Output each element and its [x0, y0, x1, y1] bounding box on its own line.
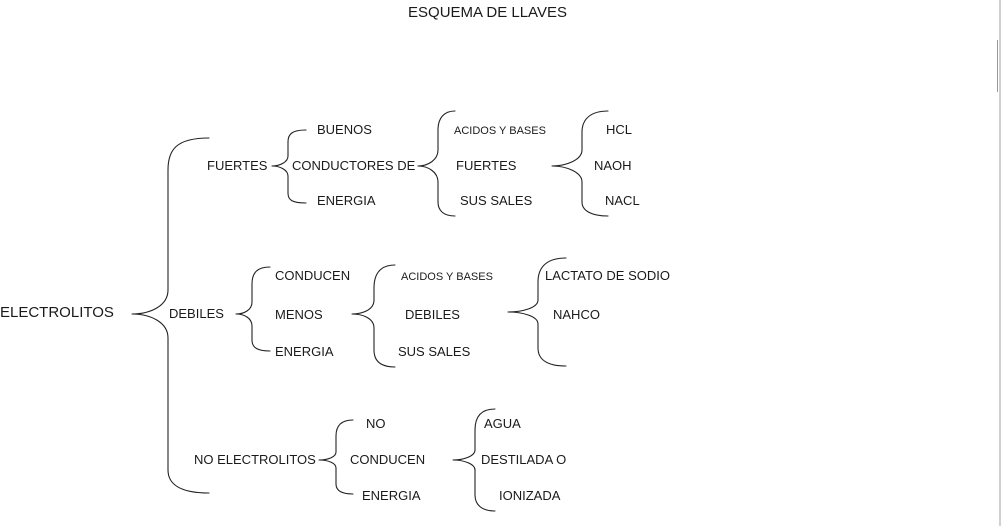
brace-debiles-examples — [507, 257, 567, 367]
debiles-type: DEBILES — [405, 307, 460, 322]
fuertes-type: ACIDOS Y BASES — [454, 125, 546, 137]
branch-fuertes: FUERTES — [207, 158, 268, 173]
root-node: ELECTROLITOS — [0, 304, 114, 321]
no-electrolitos-example: DESTILADA O — [481, 452, 567, 467]
debiles-type: ACIDOS Y BASES — [401, 271, 493, 283]
debiles-prop: MENOS — [275, 307, 323, 322]
brace-fuertes-props — [271, 129, 307, 204]
debiles-prop: CONDUCEN — [275, 268, 351, 283]
branch-no-electrolitos: NO ELECTROLITOS — [194, 452, 316, 467]
brace-root — [131, 137, 210, 494]
fuertes-prop: BUENOS — [317, 122, 372, 137]
fuertes-example: HCL — [606, 122, 633, 137]
no-electrolitos-prop: NO — [366, 416, 386, 431]
no-electrolitos-example: IONIZADA — [499, 488, 561, 503]
no-electrolitos-prop: ENERGIA — [362, 488, 421, 503]
fuertes-type: FUERTES — [456, 158, 517, 173]
scroll-marker — [997, 40, 998, 92]
debiles-prop: ENERGIA — [275, 344, 334, 359]
page-edge — [999, 0, 1001, 526]
fuertes-type: SUS SALES — [460, 193, 533, 208]
no-electrolitos-example: AGUA — [484, 416, 521, 431]
brace-no-electrolitos-props — [318, 419, 354, 495]
brace-debiles-props — [235, 266, 271, 352]
branch-debiles: DEBILES — [169, 306, 224, 321]
diagram-title: ESQUEMA DE LLAVES — [408, 4, 567, 21]
fuertes-example: NAOH — [594, 158, 632, 173]
debiles-type: SUS SALES — [398, 344, 471, 359]
fuertes-example: NACL — [605, 193, 640, 208]
fuertes-prop: ENERGIA — [317, 193, 376, 208]
fuertes-prop: CONDUCTORES DE — [292, 158, 416, 173]
brace-fuertes-types — [417, 110, 456, 217]
brace-fuertes-examples — [551, 110, 609, 217]
brace-no-electrolitos-examples — [452, 408, 496, 512]
debiles-example: NAHCO — [553, 307, 600, 322]
no-electrolitos-prop: CONDUCEN — [350, 452, 426, 467]
debiles-example: LACTATO DE SODIO — [545, 268, 670, 283]
brace-debiles-types — [351, 264, 396, 368]
